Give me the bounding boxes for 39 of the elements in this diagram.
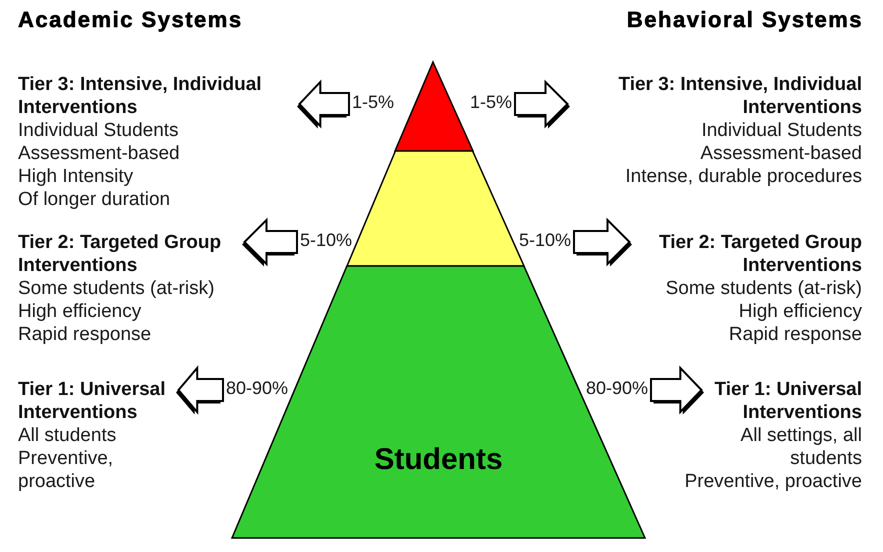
tier-heading: Tier 2: Targeted Group Interventions [18,231,242,277]
tier-detail: High Intensity [18,165,134,188]
tier-detail: Of longer duration [18,188,172,211]
tier-detail: All students [18,424,118,447]
tier-detail: Preventive, proactive [18,447,114,493]
pyramid-tier [395,62,473,151]
tier-detail: Preventive, proactive [684,470,862,493]
tier-detail: Assessment-based [699,142,862,165]
percentage-label: 5-10% [519,229,572,251]
tier-detail: Some students (at-risk) [18,277,216,300]
tier-heading: Tier 2: Targeted Group Interventions [632,231,862,277]
tier-heading: Tier 3: Intensive, Individual Interventions [570,73,862,119]
tier-heading: Tier 1: Universal Interventions [704,378,862,424]
block-arrow [650,366,704,414]
percentage-label: 1-5% [352,91,394,113]
percentage-label: 80-90% [226,377,288,399]
tier-label: Students [374,443,503,477]
tier-heading: Tier 1: Universal Interventions [18,378,176,424]
percentage-label: 5-10% [300,229,352,251]
tier-detail: Assessment-based [18,142,181,165]
tier-detail: Rapid response [728,323,862,346]
tier-detail: Some students (at-risk) [664,277,862,300]
tier-detail: Individual Students [700,119,862,142]
percentage-label: 1-5% [470,91,512,113]
block-arrow [176,365,224,415]
column-heading: Behavioral Systems [626,7,863,33]
tier-detail: High efficiency [738,300,862,323]
tier-detail: Individual Students [18,119,180,142]
percentage-label: 80-90% [586,377,648,399]
block-arrow [297,79,350,129]
tier-detail: Intense, durable procedures [624,165,862,188]
tier-detail: All settings, all students [740,424,862,470]
block-arrow [514,80,570,128]
tier-detail: Rapid response [18,323,152,346]
block-arrow [573,218,632,266]
tier-heading: Tier 3: Intensive, Individual Interventions [18,73,297,119]
column-heading: Academic Systems [18,7,243,33]
block-arrow [242,218,298,266]
tier-detail: High efficiency [18,300,142,323]
